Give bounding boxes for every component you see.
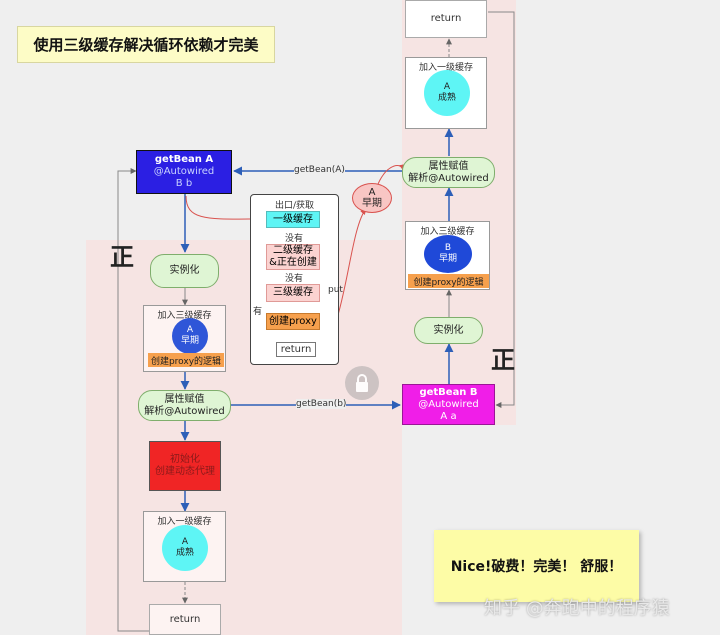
sticky-note: Nice!破费！完美！ 舒服！ (434, 530, 639, 602)
left-band (86, 240, 402, 635)
page-title: 使用三级缓存解决循环依赖才完美 (17, 26, 275, 63)
cache-return-node: return (276, 342, 316, 357)
cache-lookup-caption: 出口/获取 (275, 201, 315, 211)
instantiate-b-node: 实例化 (414, 317, 483, 344)
return-a-node: return (149, 604, 221, 635)
proxy-logic-bar-a: 创建proxy的逻辑 (148, 353, 224, 367)
none-label-1: 没有 (285, 234, 304, 244)
getbean-b-node: getBean B @Autowired A a (402, 384, 495, 425)
edge-early-to-prop (377, 164, 406, 185)
getbean-b-edge-label: getBean(b) (296, 399, 347, 409)
proxy-logic-bar-b: 创建proxy的逻辑 (408, 274, 489, 288)
property-assign-b-node: 属性赋值解析@Autowired (402, 157, 495, 188)
getbean-a-node: getBean A @Autowired B b (136, 150, 232, 194)
level1-cache-node: 一级缓存 (266, 211, 320, 228)
has-label: 有 (253, 307, 263, 317)
property-assign-a-node: 属性赋值解析@Autowired (138, 390, 231, 421)
lock-icon[interactable] (345, 366, 379, 400)
edge-a-to-cache (185, 195, 265, 223)
return-b-node: return (405, 0, 487, 38)
initialize-node: 初始化创建动态代理 (149, 441, 221, 491)
watermark: 知乎 @奔跑中的程序猿 (484, 598, 670, 619)
create-proxy-node: 创建proxy (266, 313, 320, 330)
getbean-a-edge-label: getBean(A) (294, 165, 345, 175)
edge-loop-left (117, 168, 149, 632)
edge-loop-right (488, 11, 515, 408)
instantiate-a-node: 实例化 (150, 254, 219, 288)
none-label-2: 没有 (285, 274, 304, 284)
zheng-right-label: 正 (491, 346, 515, 374)
put-label: put (328, 285, 343, 295)
zheng-left-label: 正 (110, 243, 134, 271)
level3-cache-node: 三级缓存 (266, 284, 320, 302)
level2-cache-node: 二级缓存&正在创建 (266, 244, 320, 270)
